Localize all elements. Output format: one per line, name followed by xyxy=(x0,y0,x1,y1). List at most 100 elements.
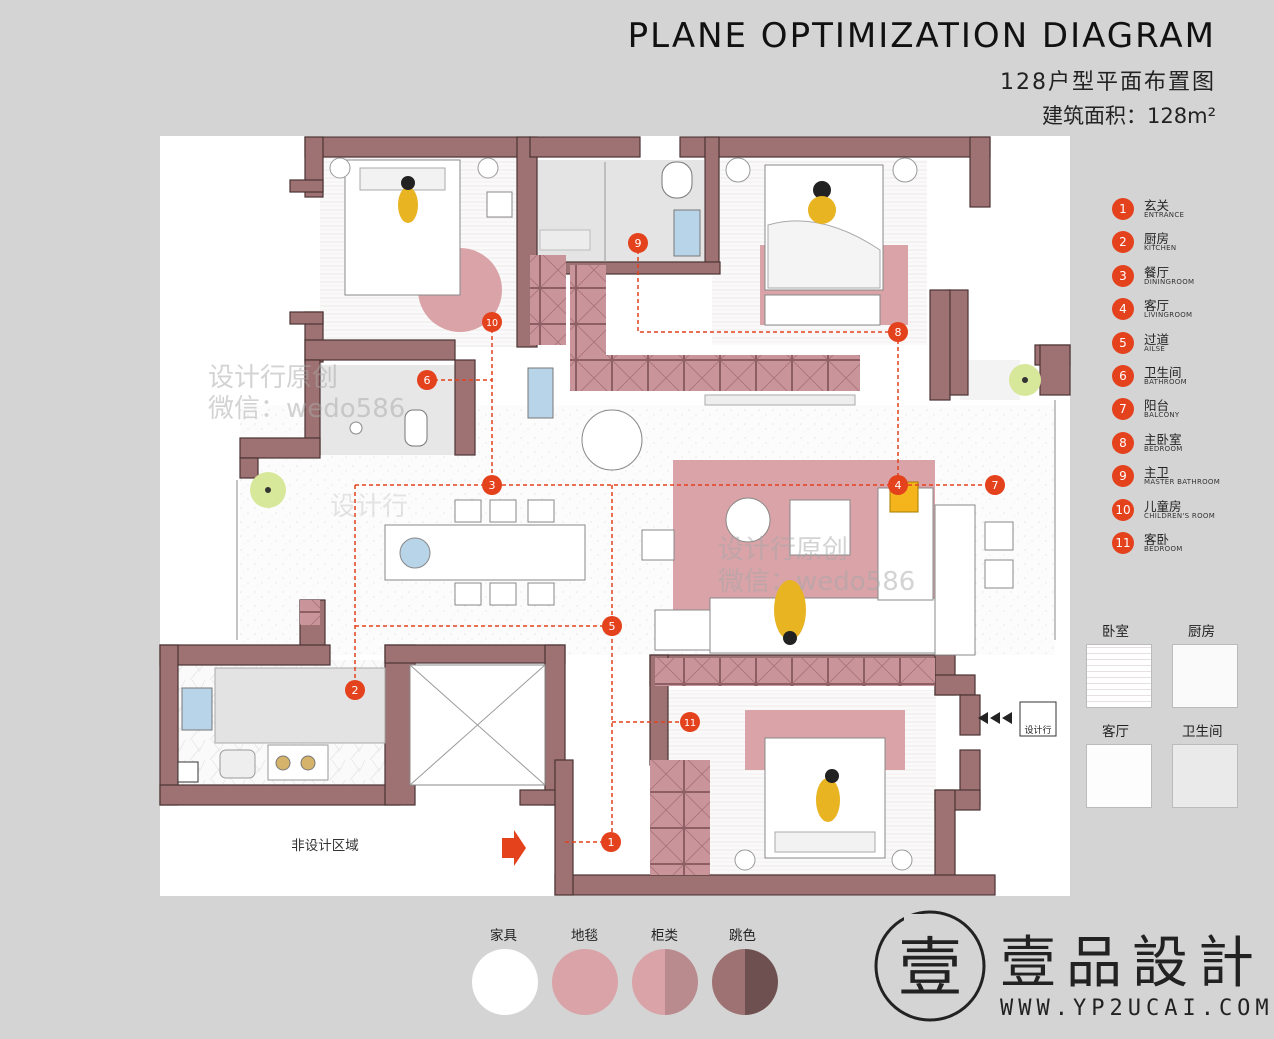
page-title: PLANE OPTIMIZATION DIAGRAM xyxy=(627,16,1216,56)
legend-label-zh: 厨房 xyxy=(1144,231,1170,247)
stamp-text: 设计行 xyxy=(1024,724,1051,736)
person-on-sofa xyxy=(774,580,806,640)
material-carpet xyxy=(552,949,618,1015)
legend-label-zh: 阳台 xyxy=(1144,398,1170,414)
material-accent xyxy=(712,949,778,1015)
room-marker-label: 7 xyxy=(992,479,999,492)
room-marker xyxy=(601,832,621,852)
cabinets xyxy=(300,255,935,875)
legend-label-en: AILSE xyxy=(1144,344,1166,353)
kitchen-counter xyxy=(214,667,386,744)
girl-figure xyxy=(816,778,840,822)
bathroom-sink xyxy=(673,209,701,257)
room-marker xyxy=(680,712,700,732)
watermarks: 设计行原创 微信：wedo586 设计行原创 微信：wedo586 设计行 xyxy=(208,363,915,597)
legend-label-zh: 客卧 xyxy=(1144,531,1170,547)
swatch-living xyxy=(1086,744,1152,808)
room-marker-label: 9 xyxy=(635,237,642,250)
child-figure xyxy=(398,187,418,223)
legend-number: 8 xyxy=(1112,431,1134,454)
room-marker-label: 4 xyxy=(895,479,902,492)
brand-seal-icon: 壹 xyxy=(874,910,986,1022)
material-label-cabinet: 柜类 xyxy=(651,928,678,944)
area-label: 建筑面积： xyxy=(1042,104,1148,128)
room-marker xyxy=(482,475,502,495)
swatch-label-kitchen: 厨房 xyxy=(1188,624,1215,640)
armchair xyxy=(581,409,643,471)
legend-number: 3 xyxy=(1112,264,1134,287)
legend-label-en: BEDROOM xyxy=(1144,444,1183,453)
legend-label-en: MASTER BATHROOM xyxy=(1144,478,1221,487)
room-marker xyxy=(888,475,908,495)
room-marker-label: 5 xyxy=(609,620,616,633)
area-info: 建筑面积：128m² xyxy=(1042,100,1216,130)
swatch-label-living: 客厅 xyxy=(1102,724,1129,740)
legend-number: 10 xyxy=(1112,498,1134,521)
room-marker xyxy=(482,312,502,332)
room-marker-label: 11 xyxy=(684,718,696,729)
bathtub xyxy=(527,367,554,419)
legend-label-en: DININGROOM xyxy=(1144,277,1195,286)
swatch-label-bedroom: 卧室 xyxy=(1102,624,1129,640)
material-furniture xyxy=(472,949,538,1015)
toilet xyxy=(661,161,693,199)
room-marker xyxy=(602,616,622,636)
legend-label-en: BATHROOM xyxy=(1144,377,1187,386)
room-marker-label: 2 xyxy=(352,684,359,697)
room-marker xyxy=(985,475,1005,495)
room-marker xyxy=(628,233,648,253)
legend-label-en: CHILDREN'S ROOM xyxy=(1144,511,1216,520)
room-marker-label: 6 xyxy=(424,374,431,387)
legend-label-en: ENTRANCE xyxy=(1144,211,1185,219)
legend-label-zh: 过道 xyxy=(1144,331,1170,347)
couple-figure xyxy=(813,181,831,199)
brand-name: 壹品設計 xyxy=(1000,931,1264,996)
sofa xyxy=(709,597,936,654)
coffee-table xyxy=(725,497,771,543)
legend-number: 2 xyxy=(1112,231,1134,254)
room-marker-label: 3 xyxy=(489,479,496,492)
legend-label-en: BEDROOM xyxy=(1144,544,1183,553)
material-cabinet xyxy=(632,949,698,1015)
swatch-label-bathroom: 卫生间 xyxy=(1182,724,1223,740)
brand-url: WWW.YP2UCAI.COM xyxy=(1000,996,1274,1021)
swatch-bedroom xyxy=(1086,644,1152,708)
kitchen-sink xyxy=(181,687,213,731)
swatch-bathroom xyxy=(1172,744,1238,808)
legend-label-zh: 卫生间 xyxy=(1144,364,1182,380)
area-value: 128m² xyxy=(1147,104,1216,128)
watermark-text-3: 设计行原创 xyxy=(718,535,848,565)
material-label-accent: 跳色 xyxy=(729,928,756,944)
legend-label-en: BALCONY xyxy=(1144,411,1180,420)
brand-seal-char: 壹 xyxy=(898,932,962,1006)
watermark-text-5: 设计行 xyxy=(330,492,408,522)
non-design-zone-label: 非设计区域 xyxy=(291,838,359,854)
swatch-kitchen xyxy=(1172,644,1238,708)
legend-number: 1 xyxy=(1112,198,1134,220)
legend-number: 11 xyxy=(1112,531,1134,554)
material-label-carpet: 地毯 xyxy=(571,928,598,944)
legend-number: 5 xyxy=(1112,331,1134,354)
legend-label-en: LIVINGROOM xyxy=(1144,311,1193,320)
watermark-text-1: 设计行原创 xyxy=(208,363,338,393)
page-subtitle: 128户型平面布置图 xyxy=(1000,70,1216,95)
entrance-arrow xyxy=(502,830,526,866)
room-marker xyxy=(417,370,437,390)
room-marker-label: 1 xyxy=(608,836,615,849)
legend-label-zh: 餐厅 xyxy=(1144,264,1170,280)
legend-number: 4 xyxy=(1112,298,1134,321)
room-marker-label: 8 xyxy=(895,326,902,339)
legend-number: 6 xyxy=(1112,364,1134,387)
